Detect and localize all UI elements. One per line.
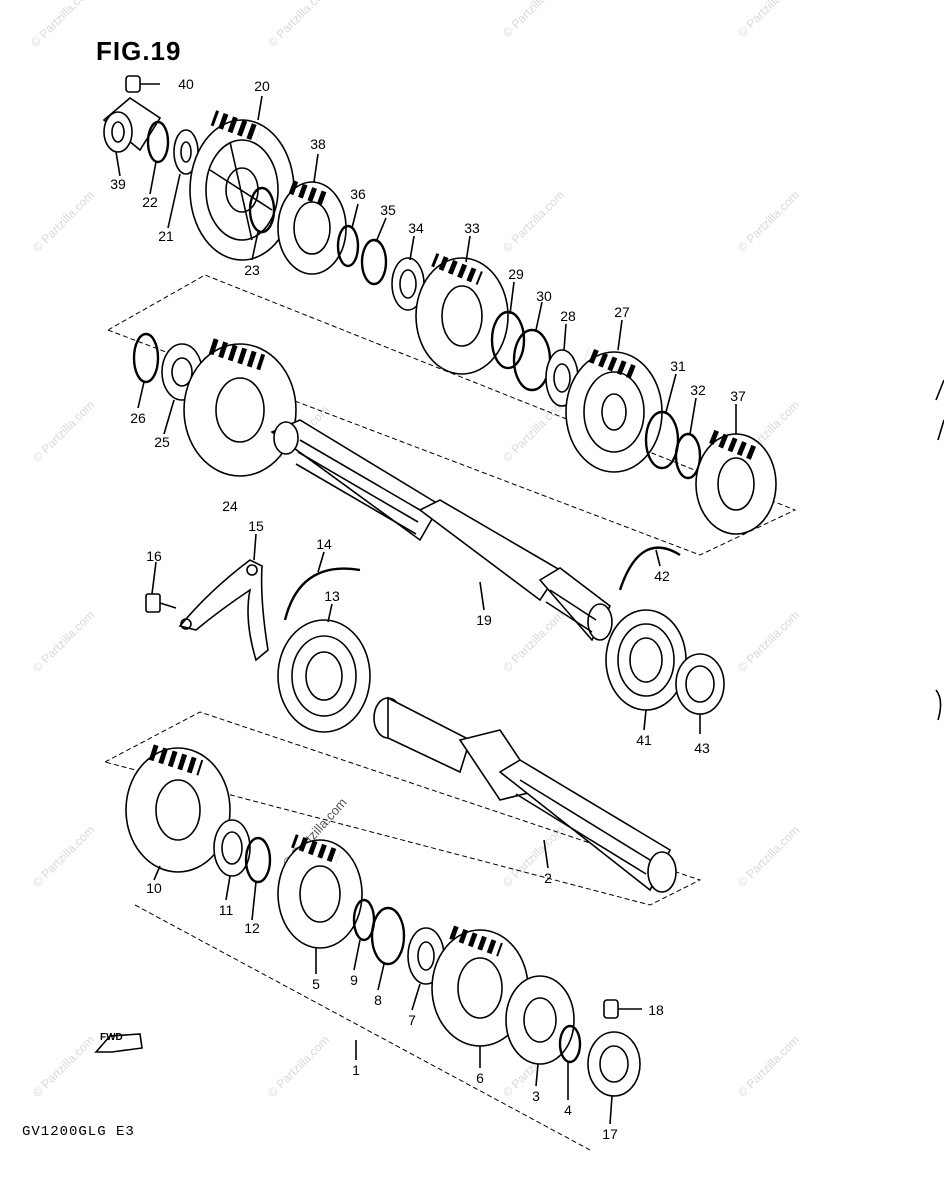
edge-artifact [935, 379, 944, 401]
part-label-40: 40 [178, 76, 194, 92]
part-label-28: 28 [560, 308, 576, 324]
gear-icon [183, 337, 297, 477]
part-label-27: 27 [614, 304, 630, 320]
washer-icon [644, 410, 680, 470]
part-label-42: 42 [654, 568, 670, 584]
gear-icon [565, 347, 663, 473]
part-label-5: 5 [312, 976, 320, 992]
part-label-6: 6 [476, 1070, 484, 1086]
part-label-17: 17 [602, 1126, 618, 1142]
part-label-4: 4 [564, 1102, 572, 1118]
circlip-icon [336, 224, 360, 268]
bushing-icon [675, 653, 725, 715]
gear-icon [695, 429, 777, 535]
part-label-13: 13 [324, 588, 340, 604]
part-label-23: 23 [244, 262, 260, 278]
gear-icon [189, 110, 295, 261]
part-label-11: 11 [218, 902, 234, 918]
assembly-outline-mainshaft-top [103, 711, 702, 906]
bushing-icon [213, 819, 251, 877]
assembly-outline-mainshaft-bottom [134, 904, 591, 1151]
gear-icon [415, 253, 509, 375]
forward-arrow-icon [94, 1033, 143, 1053]
circlip-icon [674, 432, 702, 480]
part-label-22: 22 [142, 194, 158, 210]
leader-lines [115, 95, 737, 1125]
part-label-19: 19 [476, 612, 492, 628]
part-label-32: 32 [690, 382, 706, 398]
part-label-25: 25 [154, 434, 170, 450]
part-label-39: 39 [110, 176, 126, 192]
gear-icon [505, 975, 575, 1065]
shaft-icon [270, 419, 613, 642]
gear-icon [277, 179, 347, 275]
part-label-3: 3 [532, 1088, 540, 1104]
circlip-icon [248, 186, 276, 234]
washer-icon [490, 310, 526, 370]
forward-label: FWD [100, 1032, 123, 1043]
part-label-37: 37 [730, 388, 746, 404]
gear-icon [277, 834, 363, 949]
part-label-38: 38 [310, 136, 326, 152]
circlip-icon [132, 332, 160, 384]
part-label-12: 12 [244, 920, 260, 936]
washer-icon [370, 906, 406, 966]
part-label-31: 31 [670, 358, 686, 374]
circlip-icon [283, 567, 361, 621]
washer-icon [360, 238, 388, 286]
circlip-icon [618, 546, 681, 591]
bushing-icon [173, 129, 199, 175]
part-label-1: 1 [352, 1062, 360, 1078]
part-label-26: 26 [130, 410, 146, 426]
part-label-29: 29 [508, 266, 524, 282]
bearing-icon [277, 619, 371, 733]
part-label-2: 2 [544, 870, 552, 886]
part-label-10: 10 [146, 880, 162, 896]
gear-icon [125, 744, 231, 873]
part-label-41: 41 [636, 732, 652, 748]
edge-artifact [935, 689, 942, 721]
bushing-icon [102, 97, 162, 153]
part-label-18: 18 [648, 1002, 664, 1018]
circlip-icon [244, 836, 272, 884]
assembly-outline-countershaft [106, 274, 797, 556]
bearing-icon [605, 609, 687, 711]
part-label-43: 43 [694, 740, 710, 756]
part-label-24: 24 [222, 498, 238, 514]
part-label-14: 14 [316, 536, 332, 552]
circlip-icon [558, 1024, 582, 1064]
part-label-16: 16 [146, 548, 162, 564]
part-label-21: 21 [158, 228, 174, 244]
part-label-33: 33 [464, 220, 480, 236]
part-label-20: 20 [254, 78, 270, 94]
part-label-8: 8 [374, 992, 382, 1008]
shift-fork-icon [178, 559, 269, 662]
part-label-9: 9 [350, 972, 358, 988]
part-label-36: 36 [350, 186, 366, 202]
bolt-icon [145, 593, 177, 613]
shaft-icon [373, 696, 677, 893]
part-label-34: 34 [408, 220, 424, 236]
part-label-7: 7 [408, 1012, 416, 1028]
washer-icon [146, 120, 170, 164]
model-code: GV1200GLG E3 [22, 1124, 135, 1140]
bearing-icon [587, 1031, 641, 1097]
pin-icon [603, 999, 642, 1019]
pin-icon [125, 75, 160, 93]
bushing-icon [391, 257, 425, 311]
figure-title: FIG.19 [96, 36, 182, 66]
part-label-35: 35 [380, 202, 396, 218]
part-label-30: 30 [536, 288, 552, 304]
part-label-15: 15 [248, 518, 264, 534]
edge-artifact [937, 419, 944, 441]
